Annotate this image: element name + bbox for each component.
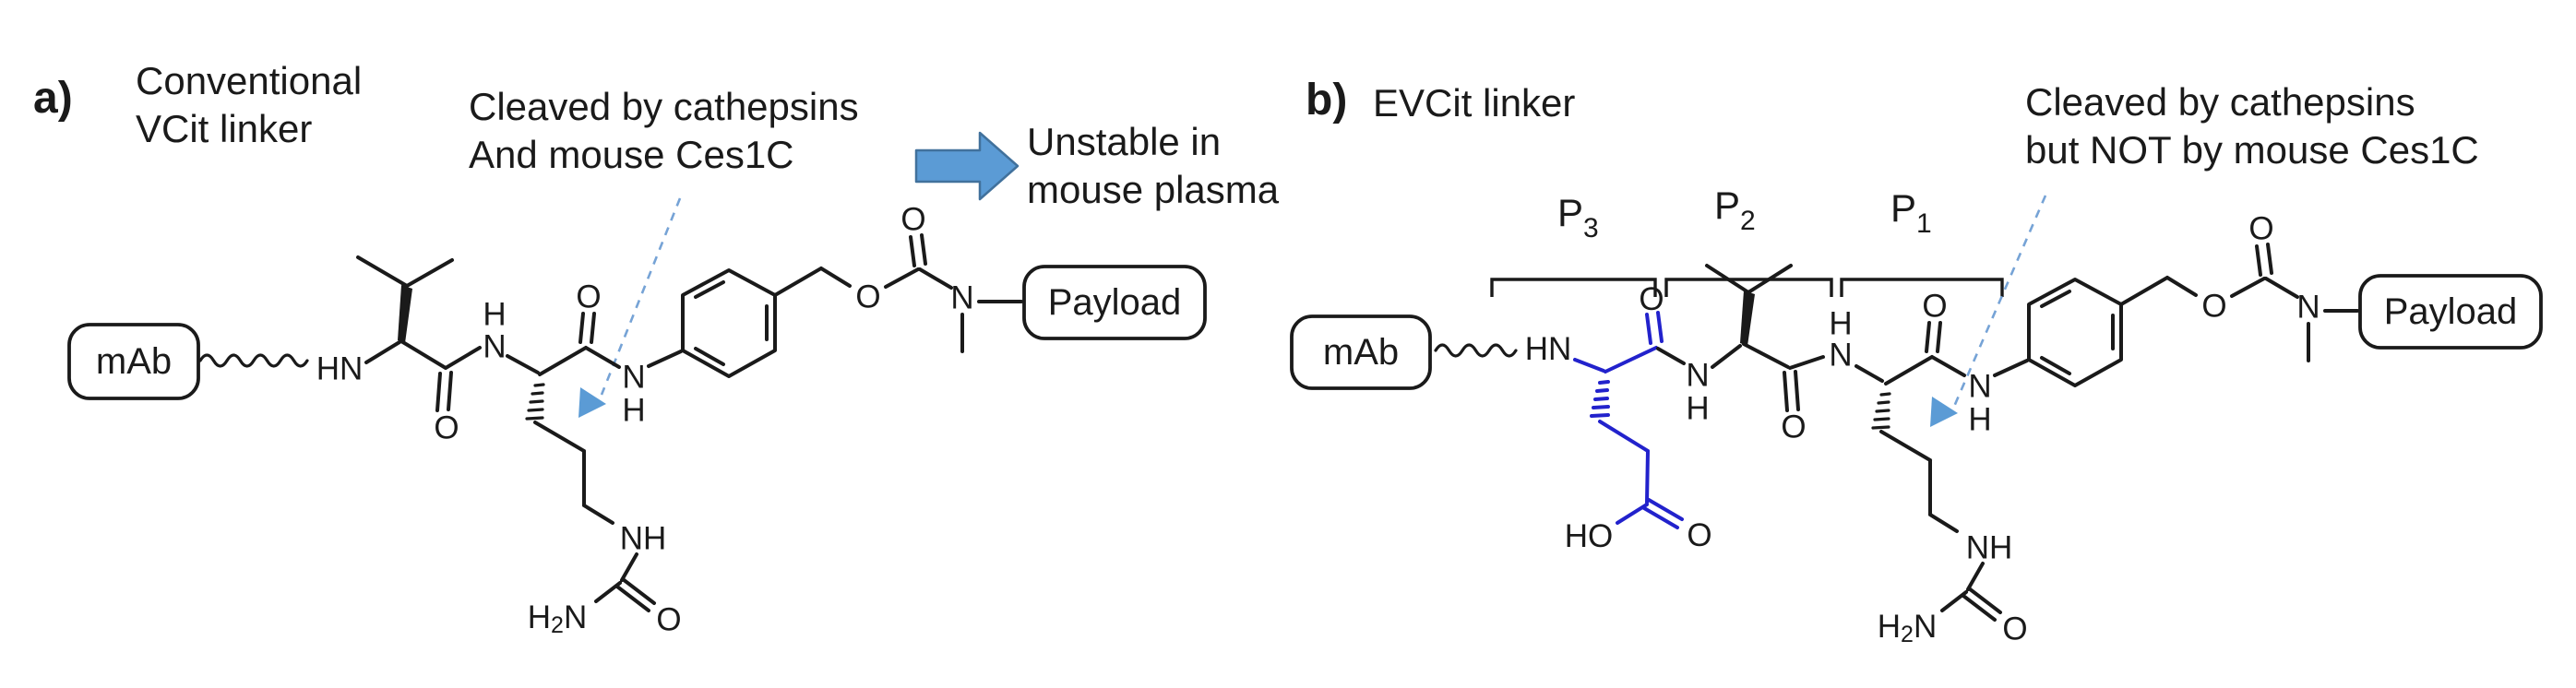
h2n-h-b: H [1878, 609, 1901, 645]
bracket-p1 [1840, 278, 2004, 297]
wedge-bond-a [398, 285, 412, 343]
panel-a-cleavage-note-line2: And mouse Ces1C [469, 133, 794, 176]
glu-carbonyl-o-label: O [1639, 281, 1664, 317]
cleavage-dashed-line-b [1951, 195, 2047, 409]
anilide-n-label-a: N [622, 360, 645, 396]
cleavage-arrowhead-icon-a [578, 387, 606, 418]
panel-a-label: a) [33, 74, 73, 123]
payload-box-b [2358, 274, 2543, 350]
h2n-sub-a: 2 [551, 612, 564, 638]
panel-a-title-line2: VCit linker [136, 107, 312, 150]
glu-residue-bonds [1573, 311, 1684, 529]
bracket-p2 [1664, 278, 1833, 297]
amide1-n-label-b: N [1686, 358, 1709, 394]
benzene-ring-a [681, 268, 777, 378]
bonds-b [1656, 264, 2359, 612]
p2-sub: 2 [1740, 206, 1756, 236]
panel-a-outcome-line2: mouse plasma [1027, 168, 1280, 211]
carbamate-o-label-a: O [900, 202, 925, 238]
glu-single-bonds [1573, 346, 1658, 525]
mab-label-a: mAb [96, 341, 172, 382]
cleavage-arrowhead-icon-b [1930, 397, 1958, 427]
carbamate-o-label-b: O [2248, 211, 2273, 247]
glu-o-text: O [1639, 281, 1664, 317]
panel-b: b) EVCit linker Cleaved by cathepsins bu… [1290, 76, 2543, 648]
wavy-bond-b [1434, 343, 1518, 358]
carbamate-n-label-b: N [2296, 290, 2320, 326]
double-bonds-b [1783, 243, 2273, 622]
unstable-arrow-icon [914, 131, 1020, 201]
val-carbonyl-o-label-b: O [1781, 409, 1806, 445]
hash-bond-b [1871, 392, 1891, 430]
wavy-bond-a [198, 353, 309, 368]
amide1-h-label-b: H [1686, 391, 1709, 427]
p3-sub: 3 [1583, 213, 1599, 243]
panel-a-title-line1: Conventional [136, 59, 362, 102]
amide2-n-label-b: N [1829, 338, 1852, 374]
glu-double-bonds [1642, 311, 1684, 529]
urea-h2n-label-b: H2N [1878, 609, 1937, 648]
anilide-h-label-a: H [622, 393, 645, 429]
anilide-n-label-b: N [1968, 369, 1991, 405]
bonds-a [356, 255, 1023, 603]
benzene-ring-b [2027, 278, 2123, 387]
h2n-h-a: H [528, 599, 551, 635]
p2-base: P [1714, 184, 1740, 227]
cit-carbonyl-o-label-b: O [1922, 289, 1947, 325]
p1-sub: 1 [1916, 208, 1932, 239]
urea-h2n-label-a: H2N [528, 599, 587, 639]
position-label-p3: P3 [1557, 191, 1599, 243]
urea-o-label-a: O [656, 602, 681, 638]
amide1-h-label-a: H [483, 297, 506, 333]
payload-box-a [1022, 265, 1207, 340]
glu-ho-text: HO [1565, 518, 1614, 554]
anilide-h-label-b: H [1968, 402, 1991, 438]
h2n-n-a: N [564, 599, 587, 635]
glu-hash-bond [1590, 380, 1610, 418]
position-label-p2: P2 [1714, 184, 1756, 236]
panel-b-cleavage-note-line1: Cleaved by cathepsins [2025, 80, 2415, 124]
amine-hn-label-a: HN [316, 351, 364, 387]
glu-hn-label: HN [1525, 331, 1572, 367]
sidechain-nh-label-b: NH [1966, 530, 2013, 566]
h2n-sub-b: 2 [1901, 622, 1914, 647]
double-bonds-a [435, 233, 927, 612]
hash-bond-a [525, 383, 545, 421]
panel-a: a) Conventional VCit linker Cleaved by c… [33, 59, 1280, 638]
panel-b-label: b) [1306, 76, 1347, 125]
panel-a-cleavage-note-line1: Cleaved by cathepsins [469, 85, 859, 128]
val-carbonyl-o-label-a: O [434, 410, 459, 446]
p3-base: P [1557, 191, 1583, 234]
panel-b-cleavage-note-line2: but NOT by mouse Ces1C [2025, 128, 2479, 172]
position-label-p1: P1 [1890, 186, 1932, 239]
glu-acid-o-label: O [1687, 517, 1711, 553]
payload-label-a: Payload [1048, 282, 1182, 323]
panel-b-title: EVCit linker [1373, 81, 1575, 125]
cit-carbonyl-o-label-a: O [576, 279, 601, 315]
wedge-bond-b [1740, 291, 1755, 346]
glu-hn-text: HN [1525, 331, 1572, 367]
amide2-h-label-b: H [1829, 306, 1852, 342]
ester-o-label-a: O [855, 279, 880, 315]
glu-acid-o-text: O [1687, 517, 1711, 553]
amide1-n-label-a: N [483, 329, 506, 365]
carbamate-n-label-a: N [950, 280, 973, 316]
mab-label-b: mAb [1323, 332, 1399, 373]
glu-acid-ho-label: HO [1565, 518, 1614, 554]
sidechain-nh-label-a: NH [620, 521, 667, 557]
ester-o-label-b: O [2201, 289, 2226, 325]
payload-label-b: Payload [2384, 291, 2518, 332]
h2n-n-b: N [1914, 609, 1937, 645]
mab-box-b [1290, 314, 1432, 390]
p1-base: P [1890, 186, 1916, 230]
panel-a-outcome-line1: Unstable in [1027, 120, 1221, 163]
bracket-p3 [1490, 278, 1657, 297]
mab-box-a [67, 323, 200, 400]
cleavage-dashed-line-a [600, 197, 682, 396]
urea-o-label-b: O [2002, 611, 2027, 647]
